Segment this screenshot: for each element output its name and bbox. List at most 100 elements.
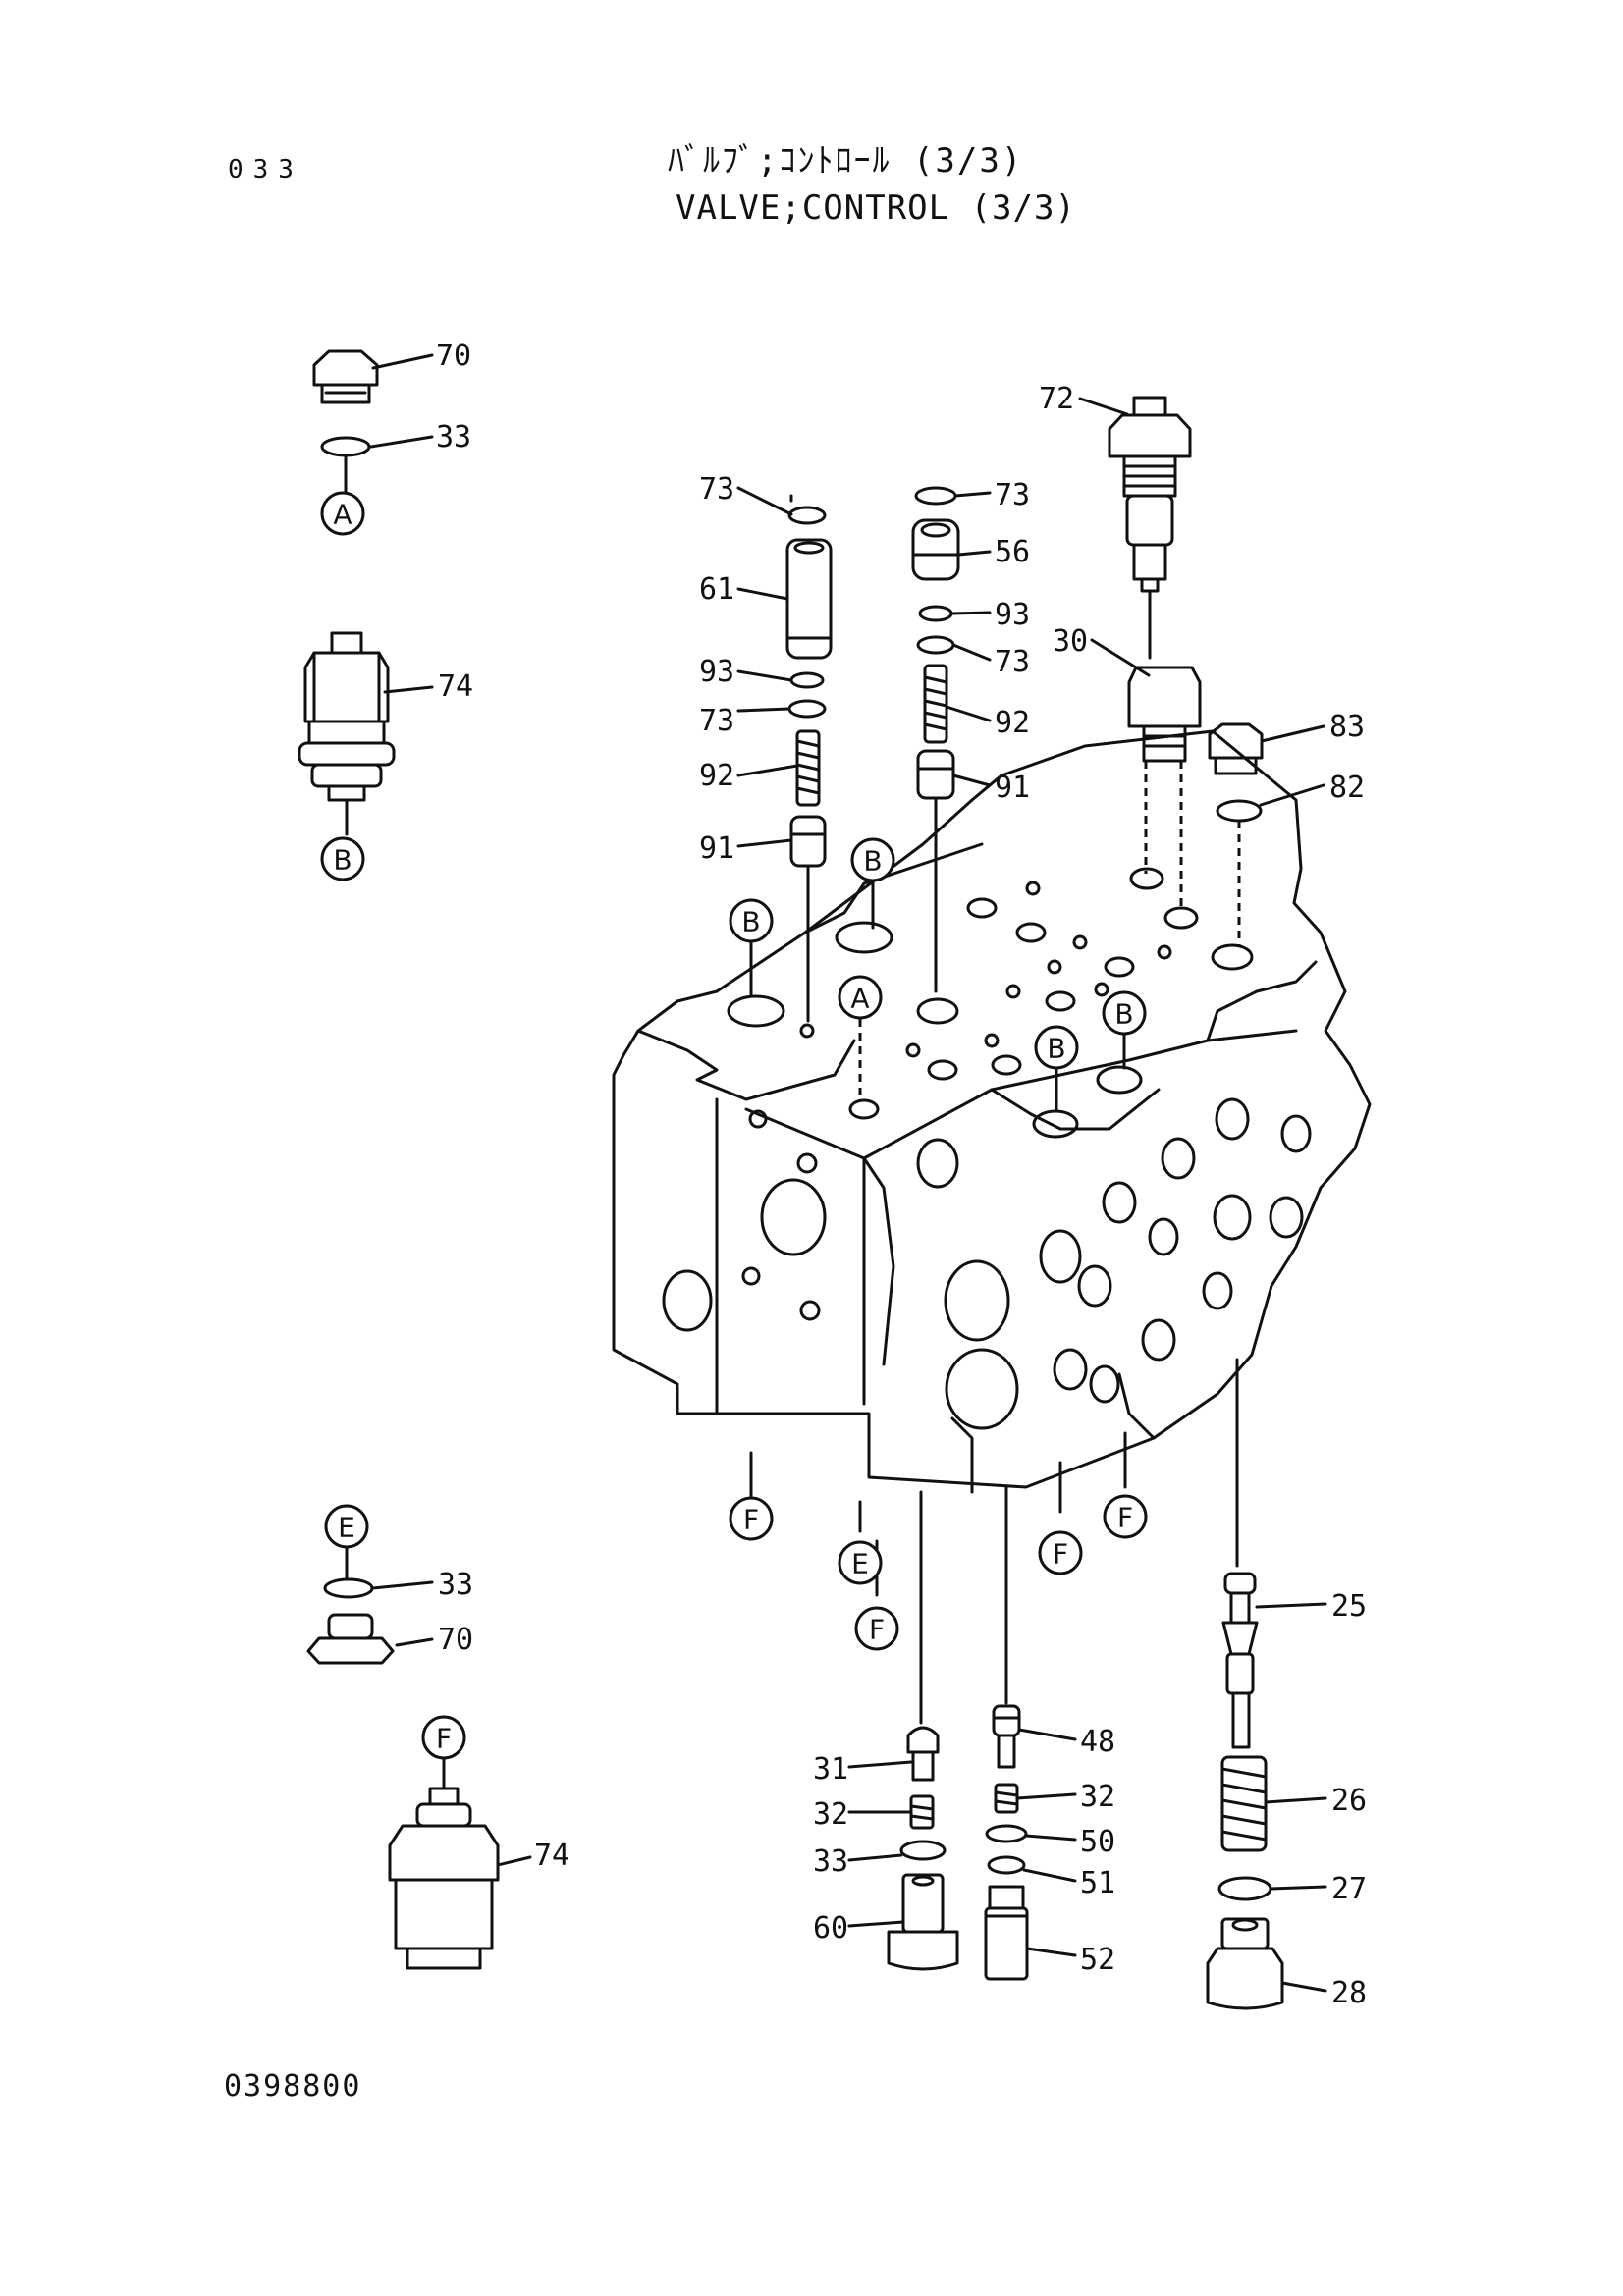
relief-valve-74-lower <box>388 1787 500 1970</box>
page-number: 033 <box>228 155 303 185</box>
callout-91-a: 91 <box>699 831 734 866</box>
plug-31 <box>906 1726 940 1782</box>
plug-83 <box>1208 722 1264 775</box>
svg-text:F: F <box>1117 1502 1133 1534</box>
callout-73-c: 73 <box>995 478 1030 512</box>
control-valve-body <box>612 729 1372 1494</box>
port-tag-f-left: F <box>421 1715 466 1760</box>
o-ring-27 <box>1217 1876 1272 1901</box>
svg-text:B: B <box>1114 998 1133 1031</box>
port-tag-f-body-4: F <box>1103 1494 1148 1539</box>
plunger-91-a <box>789 815 827 868</box>
o-ring-50 <box>985 1824 1028 1843</box>
port-tag-f-body-3: F <box>1038 1530 1083 1575</box>
sleeve-61 <box>785 538 833 660</box>
spring-92-a <box>795 729 821 807</box>
port-tag-e-body: E <box>838 1540 883 1585</box>
callout-61: 61 <box>699 572 734 607</box>
callout-56: 56 <box>995 535 1030 569</box>
svg-text:B: B <box>741 906 760 938</box>
port-tag-f-body-2: F <box>854 1606 899 1651</box>
svg-text:A: A <box>850 983 869 1015</box>
callout-82: 82 <box>1329 771 1365 805</box>
svg-text:E: E <box>338 1512 355 1544</box>
leader-lines <box>369 353 1327 1993</box>
svg-text:F: F <box>436 1723 452 1755</box>
spring-26 <box>1220 1755 1268 1852</box>
o-ring-73-d <box>916 635 955 655</box>
callout-74-lower: 74 <box>534 1839 569 1873</box>
svg-text:B: B <box>1047 1033 1065 1065</box>
relief-valve-74-upper <box>298 631 396 802</box>
callout-70-top: 70 <box>436 339 471 373</box>
callout-33-centre: 33 <box>813 1844 848 1879</box>
callout-74-upper: 74 <box>438 669 473 704</box>
valve-72 <box>1108 396 1192 593</box>
callout-25: 25 <box>1331 1589 1367 1624</box>
ring-93-a <box>789 671 825 689</box>
svg-text:F: F <box>743 1504 759 1536</box>
callout-33-lower: 33 <box>438 1568 473 1602</box>
port-tag-b-left: B <box>320 836 365 881</box>
o-ring-33-lower <box>323 1577 374 1599</box>
callout-92-b: 92 <box>995 706 1030 740</box>
callout-50: 50 <box>1080 1825 1115 1859</box>
o-ring-82 <box>1216 799 1263 823</box>
callout-33-top: 33 <box>436 420 471 454</box>
ring-93-b <box>918 605 953 622</box>
title-japanese: ﾊﾞﾙﾌﾞ;ｺﾝﾄﾛｰﾙ (3/3) <box>668 141 1024 181</box>
sleeve-52 <box>984 1885 1029 1981</box>
o-ring-73-a <box>787 506 827 525</box>
port-tag-a-body: A <box>838 975 883 1099</box>
port-tag-b-body-4: B <box>1102 990 1147 1070</box>
port-tag-b-body-1: B <box>729 898 774 998</box>
callout-83: 83 <box>1329 710 1365 744</box>
callout-93-b: 93 <box>995 598 1030 632</box>
callout-26: 26 <box>1331 1784 1367 1818</box>
title-english: VALVE;CONTROL (3/3) <box>676 188 1076 228</box>
cap-56 <box>911 518 960 581</box>
plug-70-lower <box>306 1613 395 1665</box>
port-tag-b-body-2: B <box>850 837 895 930</box>
svg-text:F: F <box>1053 1538 1068 1571</box>
callout-32-b: 32 <box>1080 1780 1115 1814</box>
plug-28 <box>1206 1917 1284 2010</box>
callout-31: 31 <box>813 1752 848 1787</box>
poppet-48 <box>992 1704 1021 1769</box>
callout-28: 28 <box>1331 1976 1367 2010</box>
spool-25 <box>1221 1572 1259 1749</box>
port-tag-a-left: A <box>320 491 365 536</box>
callout-27: 27 <box>1331 1872 1367 1906</box>
svg-text:B: B <box>333 844 352 877</box>
callout-32-a: 32 <box>813 1797 848 1832</box>
o-ring-33-centre <box>899 1840 947 1861</box>
callout-60: 60 <box>813 1911 848 1946</box>
callout-30: 30 <box>1053 624 1088 659</box>
callout-70-lower: 70 <box>438 1623 473 1657</box>
ring-51 <box>987 1855 1026 1875</box>
drawing-number: 0398800 <box>224 2069 362 2104</box>
callout-73-a: 73 <box>699 472 734 507</box>
callout-48: 48 <box>1080 1725 1115 1759</box>
callout-73-d: 73 <box>995 645 1030 679</box>
port-tag-e-left: E <box>324 1504 369 1549</box>
fitting-30 <box>1127 666 1202 763</box>
callout-72: 72 <box>1039 382 1074 416</box>
spring-92-b <box>923 664 948 744</box>
callout-91-b: 91 <box>995 771 1030 805</box>
callout-52: 52 <box>1080 1943 1115 1977</box>
plug-70-top <box>312 349 379 404</box>
o-ring-73-b <box>787 699 827 719</box>
svg-text:F: F <box>869 1614 885 1646</box>
port-tag-f-body-1: F <box>729 1496 774 1541</box>
svg-text:B: B <box>863 845 882 878</box>
o-ring-33-top <box>320 436 371 457</box>
svg-text:A: A <box>333 499 352 531</box>
callout-73-b: 73 <box>699 704 734 738</box>
o-ring-73-c <box>914 486 957 506</box>
port-tag-b-body-3: B <box>1034 1025 1079 1111</box>
svg-text:E: E <box>851 1548 869 1580</box>
plug-60 <box>887 1873 959 1971</box>
spring-32-b <box>994 1783 1019 1814</box>
